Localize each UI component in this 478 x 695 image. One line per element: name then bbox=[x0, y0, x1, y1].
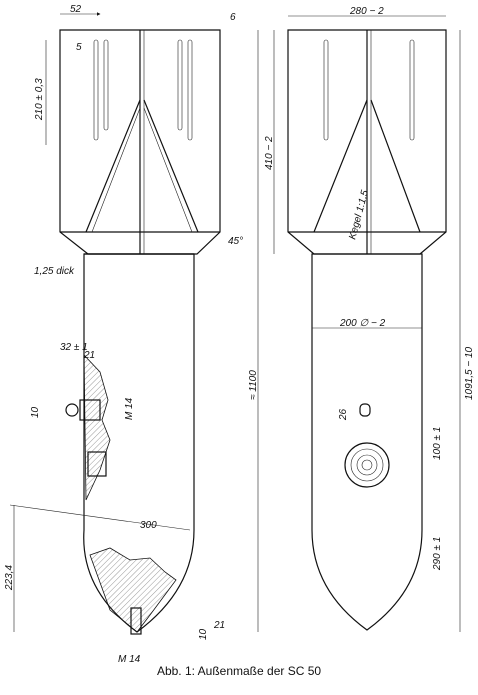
fuse-pocket bbox=[344, 442, 390, 488]
dim-body-dia: 200 ∅ − 2 bbox=[339, 318, 386, 329]
dim-bottom-21: 21 bbox=[213, 620, 225, 631]
dim-radius: 300 bbox=[140, 520, 157, 531]
dim-thread-side: M 14 bbox=[124, 397, 135, 420]
dim-tail-width: 280 − 2 bbox=[349, 6, 384, 17]
dim-sheet: 1,25 dick bbox=[34, 266, 75, 277]
dim-lug-dia: 26 bbox=[338, 408, 349, 421]
dim-total: ≈ 1100 bbox=[248, 370, 259, 400]
dim-boss-inner: 21 bbox=[83, 350, 95, 361]
left-bomb-view: 52 6 5 210 ± 0,3 1,25 dick 45° 32 ± 1 21… bbox=[4, 4, 243, 665]
dim-lug-pos: 290 ± 1 bbox=[432, 537, 443, 571]
dim-ring: 10 bbox=[30, 406, 41, 418]
dim-hole: 5 bbox=[76, 42, 82, 53]
dim-fin-width: 52 bbox=[70, 4, 82, 15]
dim-rib-length: 210 ± 0,3 bbox=[34, 78, 45, 121]
left-cutaway-hatching bbox=[83, 353, 111, 501]
dim-total-right: 1091,5 − 10 bbox=[464, 346, 475, 400]
right-bomb-body bbox=[311, 253, 423, 631]
dim-lug-spacing: 100 ± 1 bbox=[432, 427, 443, 460]
dim-part-no: 6 bbox=[230, 12, 236, 23]
dim-bottom-10: 10 bbox=[198, 628, 209, 640]
dim-tail-length: 410 − 2 bbox=[264, 136, 275, 170]
right-bomb-view: 280 − 2 410 − 2 Kegel 1:1,5 200 ∅ − 2 ≈ … bbox=[248, 6, 475, 632]
dim-boss-outer: 32 ± 1 bbox=[60, 342, 88, 353]
dim-thread-nose: M 14 bbox=[118, 654, 141, 665]
dim-nose: 223,4 bbox=[4, 565, 15, 591]
figure-caption: Abb. 1: Außenmaße der SC 50 bbox=[156, 664, 322, 678]
dim-angle: 45° bbox=[228, 236, 243, 247]
